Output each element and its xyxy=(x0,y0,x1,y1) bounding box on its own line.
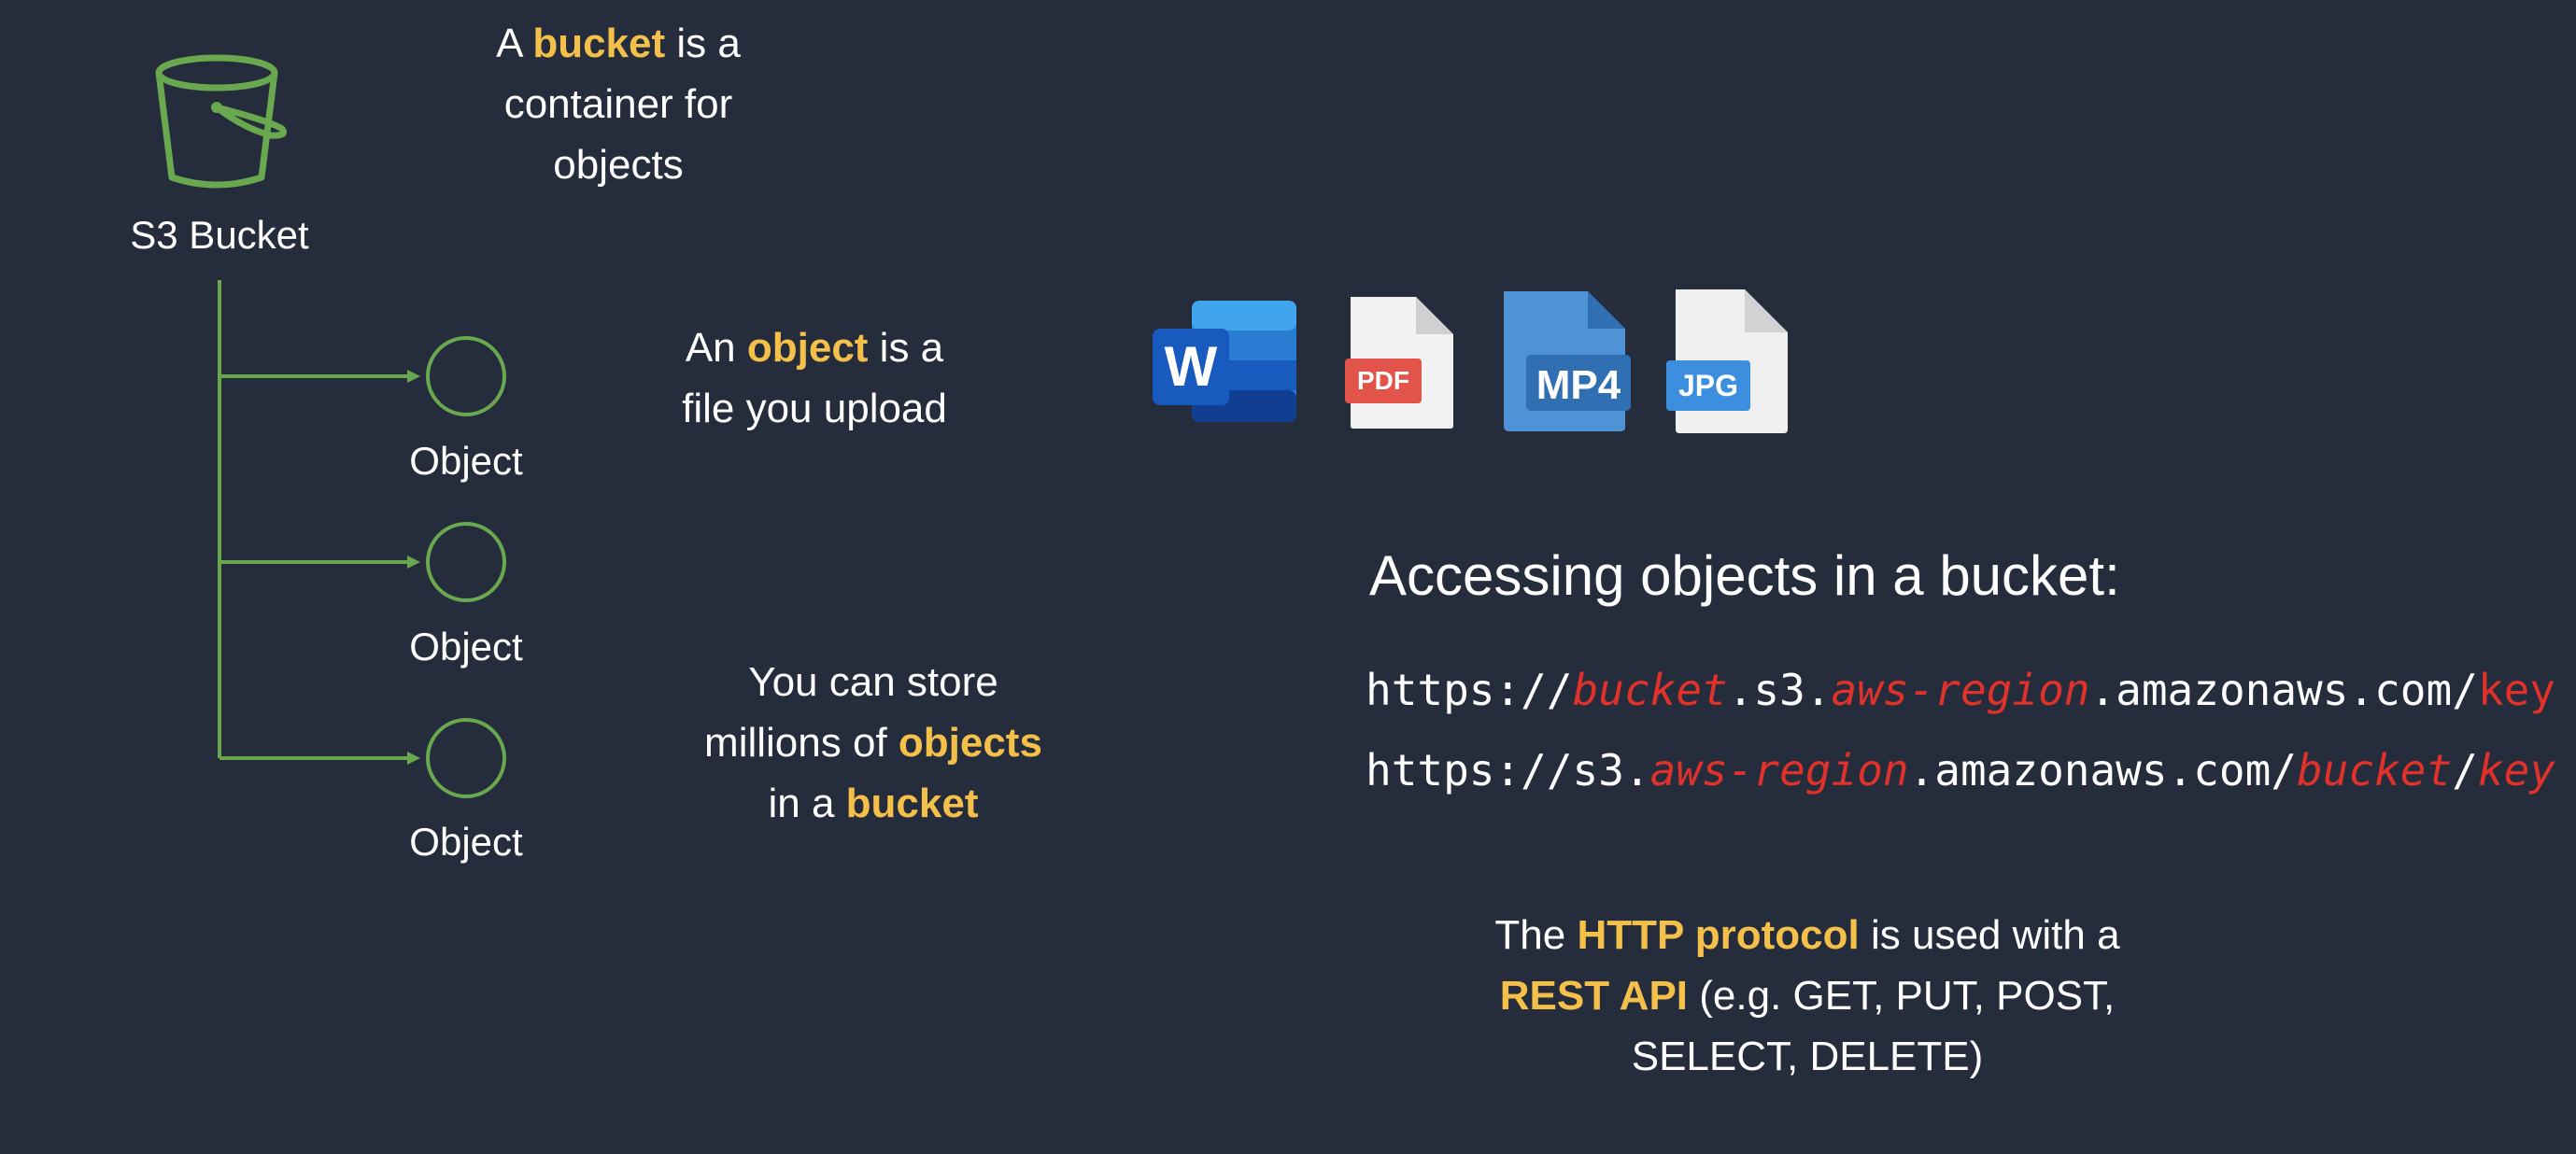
bucket-icon xyxy=(155,54,287,189)
svg-text:W: W xyxy=(1165,335,1218,398)
url-path-style: https://s3.aws-region.amazonaws.com/buck… xyxy=(1366,745,2555,795)
tree-connectors xyxy=(218,280,411,760)
svg-text:MP4: MP4 xyxy=(1536,362,1621,408)
object-circle xyxy=(426,718,506,798)
svg-text:PDF: PDF xyxy=(1357,366,1409,395)
url-virtual-hosted: https://bucket.s3.aws-region.amazonaws.c… xyxy=(1366,665,2555,715)
object-label: Object xyxy=(409,439,523,483)
jpg-icon: JPG xyxy=(1666,289,1788,433)
svg-text:JPG: JPG xyxy=(1678,369,1738,402)
object-label: Object xyxy=(409,820,523,864)
bucket-description: A bucket is a container for objects xyxy=(496,21,741,188)
pdf-icon: PDF xyxy=(1345,297,1453,429)
word-icon: W xyxy=(1153,301,1296,422)
storage-description: You can store millions of objects in a b… xyxy=(704,659,1042,826)
access-title: Accessing objects in a bucket: xyxy=(1369,544,2120,607)
mp4-icon: MP4 xyxy=(1504,291,1631,431)
object-circle xyxy=(426,336,506,416)
http-description: The HTTP protocol is used with a REST AP… xyxy=(1494,912,2120,1079)
object-circles xyxy=(426,336,506,798)
bucket-label: S3 Bucket xyxy=(130,213,309,257)
object-description: An object is a file you upload xyxy=(682,325,947,431)
object-label: Object xyxy=(409,625,523,668)
object-circle xyxy=(426,522,506,602)
arrowheads xyxy=(407,370,420,765)
